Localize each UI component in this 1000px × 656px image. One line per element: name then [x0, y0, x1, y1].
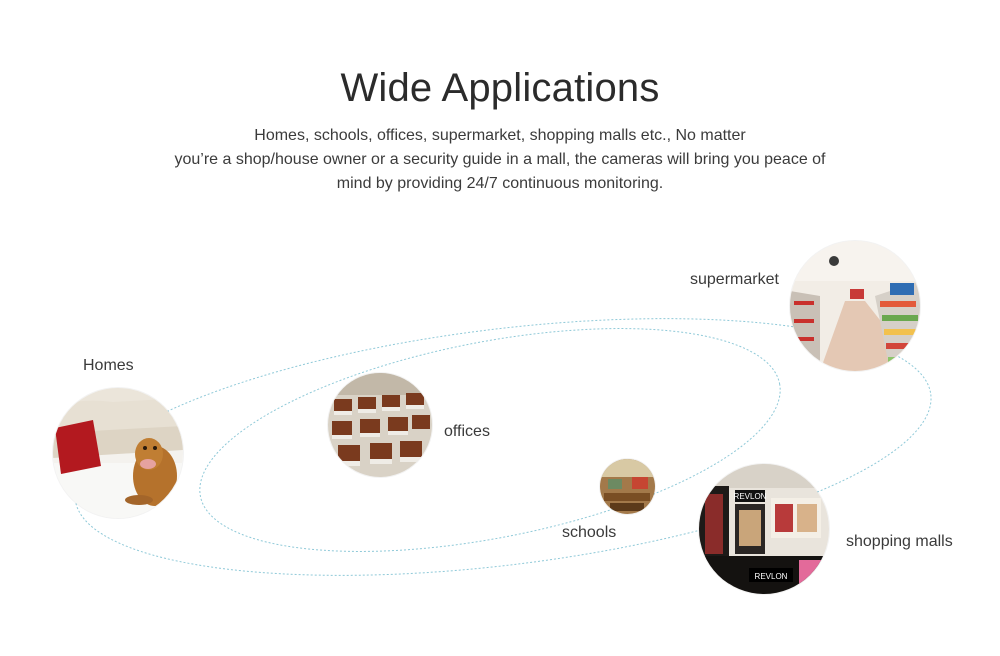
schools-label: schools	[562, 524, 617, 541]
offices-photo-art	[328, 373, 432, 477]
schools-photo-art	[600, 459, 655, 514]
homes-label: Homes	[83, 357, 134, 374]
supermarket-label: supermarket	[690, 271, 779, 288]
description-line-2: you’re a shop/house owner or a security …	[174, 151, 826, 168]
shopping-malls-photo: REVLON REVLON	[699, 464, 829, 594]
shopping-malls-photo-art: REVLON REVLON	[699, 464, 829, 594]
description-line-1: Homes, schools, offices, supermarket, sh…	[254, 127, 746, 144]
section-title: Wide Applications	[340, 66, 660, 110]
offices-photo	[328, 373, 432, 477]
shopping-malls-label: shopping malls	[846, 533, 953, 550]
section-description: Homes, schools, offices, supermarket, sh…	[140, 124, 860, 196]
description-line-3: mind by providing 24/7 continuous monito…	[336, 175, 664, 192]
offices-label: offices	[444, 423, 490, 440]
counter-sign-text: REVLON	[755, 572, 788, 581]
homes-photo	[53, 388, 183, 518]
store-sign-text: REVLON	[734, 492, 767, 501]
homes-photo-art	[53, 388, 183, 518]
supermarket-photo	[790, 241, 920, 371]
schools-photo	[600, 459, 655, 514]
inner-orbit	[199, 328, 781, 552]
supermarket-photo-art	[790, 241, 920, 371]
